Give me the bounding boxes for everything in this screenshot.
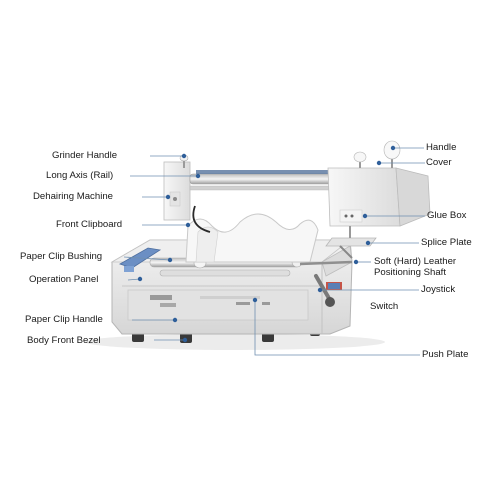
leader-lines <box>123 147 425 356</box>
label-splice-plate: Splice Plate <box>421 237 472 248</box>
paper-clip-handle <box>159 269 291 277</box>
machine-illustration <box>85 140 431 350</box>
label-cover: Cover <box>426 157 452 168</box>
label-operation-panel: Operation Panel <box>29 274 99 285</box>
label-soft-leather-line2: Positioning Shaft <box>374 267 446 278</box>
front-bezel <box>127 289 309 321</box>
label-glue-box: Glue Box <box>427 210 467 221</box>
positioning-shaft <box>299 260 353 266</box>
splice-plate <box>325 237 377 247</box>
marker-dots <box>137 145 396 343</box>
label-switch: Switch <box>370 301 399 312</box>
label-long-axis: Long Axis (Rail) <box>46 170 114 181</box>
label-paper-clip-handle: Paper Clip Handle <box>25 314 103 325</box>
label-push-plate: Push Plate <box>422 349 469 360</box>
long-axis-rail <box>189 173 337 185</box>
label-front-clipboard: Front Clipboard <box>56 219 123 230</box>
front-clipboard <box>185 213 319 263</box>
label-dehairing-machine: Dehairing Machine <box>33 191 113 202</box>
label-body-front-bezel: Body Front Bezel <box>27 335 101 346</box>
handle <box>383 140 401 160</box>
label-joystick: Joystick <box>421 284 456 295</box>
dehairing-machine <box>163 161 191 221</box>
label-soft-leather-line1: Soft (Hard) Leather <box>374 256 457 267</box>
joystick <box>314 274 332 302</box>
label-paper-clip-bushing: Paper Clip Bushing <box>20 251 103 262</box>
label-grinder-handle: Grinder Handle <box>52 150 118 161</box>
label-handle: Handle <box>426 142 457 153</box>
